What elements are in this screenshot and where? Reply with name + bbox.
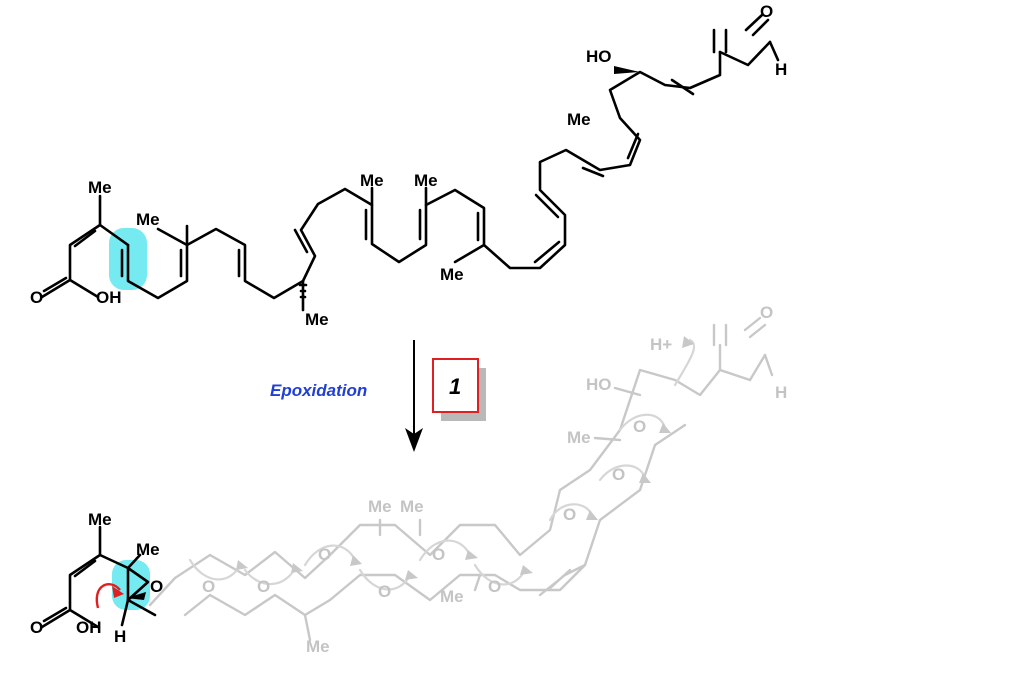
starting-polyene: Me Me Me Me Me Me Me O OH HO O H [30, 2, 787, 329]
top-me-label-4: Me [360, 171, 384, 190]
top-acid-o: O [30, 288, 43, 307]
top-hydroxyl: HO [586, 47, 612, 66]
bottom-epox-o-7: O [563, 505, 576, 524]
bottom-acid-o: O [30, 618, 43, 637]
top-me-label-3: Me [305, 310, 329, 329]
bottom-faded-me-3: Me [440, 587, 464, 606]
bottom-me-label-1: Me [88, 510, 112, 529]
reaction-arrow-group: Epoxidation 1 [270, 340, 486, 452]
bottom-faded-aldehyde-h: H [775, 383, 787, 402]
top-acid-oh: OH [96, 288, 122, 307]
bottom-epox-o-5: O [432, 545, 445, 564]
top-me-label-7: Me [567, 110, 591, 129]
bottom-epox-o-3: O [318, 545, 331, 564]
top-me-label-6: Me [440, 265, 464, 284]
bottom-faded-aldehyde-o: O [760, 303, 773, 322]
reaction-label: Epoxidation [270, 381, 367, 400]
bottom-faded-me-5: Me [567, 428, 591, 447]
top-me-label-1: Me [88, 178, 112, 197]
bottom-epox-o-9: O [633, 417, 646, 436]
bottom-me-label-2: Me [136, 540, 160, 559]
bottom-faded-me-2: Me [400, 497, 424, 516]
bottom-faded-me-4: Me [306, 637, 330, 656]
bottom-acid-oh: OH [76, 618, 102, 637]
bottom-h: H [114, 627, 126, 646]
bottom-faded-me-1: Me [368, 497, 392, 516]
bottom-faded-proton: H+ [650, 335, 672, 354]
top-aldehyde-o: O [760, 2, 773, 21]
bottom-epox-o-1: O [202, 577, 215, 596]
product-headgroup: Me Me O OH O H [30, 510, 163, 646]
top-me-label-5: Me [414, 171, 438, 190]
reaction-arrowhead [405, 428, 423, 452]
bottom-faded-hydroxyl: HO [586, 375, 612, 394]
bottom-epox-o-2: O [257, 577, 270, 596]
cascade-transition-state: O O O O O O O O O Me Me Me Me Me HO H+ O… [148, 303, 787, 656]
bottom-epox-o-8: O [612, 465, 625, 484]
step-number: 1 [449, 374, 461, 399]
bottom-epoxide-o: O [150, 577, 163, 596]
bottom-epox-o-6: O [488, 577, 501, 596]
top-me-label-2: Me [136, 210, 160, 229]
top-aldehyde-h: H [775, 60, 787, 79]
red-curved-arrow [95, 583, 121, 609]
step-box [432, 358, 479, 413]
bottom-epox-o-4: O [378, 582, 391, 601]
